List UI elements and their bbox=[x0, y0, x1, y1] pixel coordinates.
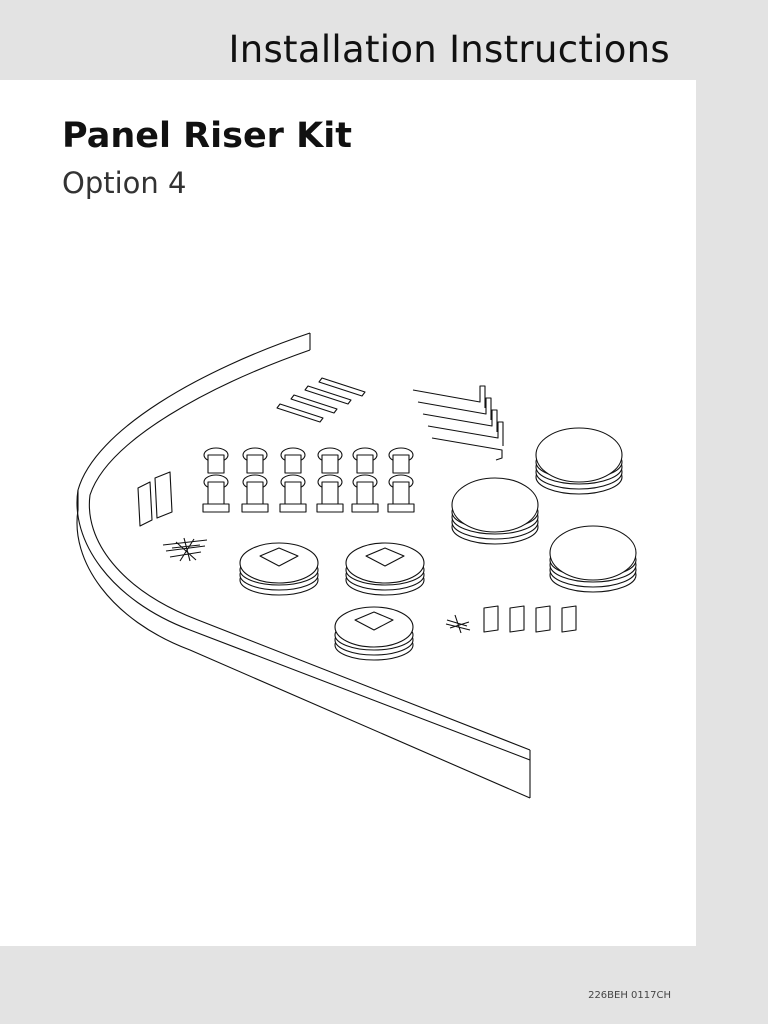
strips-drawing bbox=[276, 377, 366, 423]
screws-drawing bbox=[162, 537, 471, 634]
feet-drawing bbox=[202, 447, 415, 513]
brackets-drawing bbox=[137, 471, 173, 527]
document-subtitle: Option 4 bbox=[62, 166, 187, 200]
content-panel bbox=[0, 80, 696, 946]
discs-drawing bbox=[451, 427, 637, 593]
curved-panel-drawing bbox=[76, 332, 531, 799]
parts-illustration bbox=[76, 332, 637, 799]
header-title: Installation Instructions bbox=[228, 28, 670, 71]
plate-discs-drawing bbox=[239, 542, 425, 661]
hinge-brackets-drawing bbox=[483, 605, 577, 633]
leg-frames-drawing bbox=[412, 385, 504, 461]
document-code: 226BEH 0117CH bbox=[588, 990, 671, 1001]
document-title: Panel Riser Kit bbox=[62, 116, 352, 156]
